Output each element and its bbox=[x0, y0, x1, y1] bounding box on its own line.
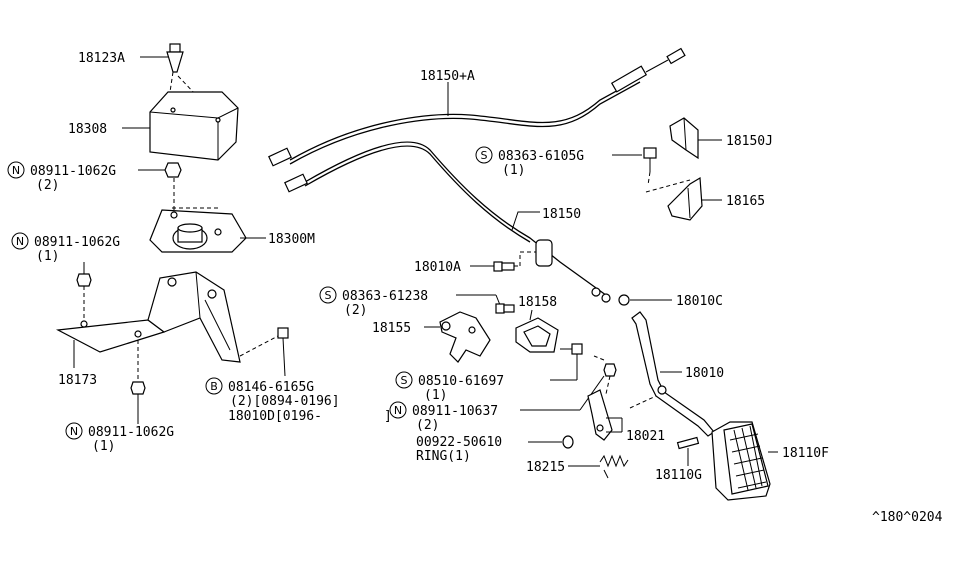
ring-text: RING(1) bbox=[416, 449, 471, 464]
screw3-qty: (1) bbox=[424, 388, 447, 403]
label-18165: 18165 bbox=[726, 194, 765, 209]
label-18150A: 18150+A bbox=[420, 69, 475, 84]
actuator-18300M bbox=[149, 207, 247, 253]
nut2-qty: (1) bbox=[36, 249, 59, 264]
svg-text:B: B bbox=[210, 380, 218, 393]
nut-1 bbox=[164, 162, 182, 178]
nut-badge-1: N bbox=[7, 161, 25, 179]
bushing-18158 bbox=[515, 317, 559, 353]
bolt-08146 bbox=[277, 327, 289, 377]
nut-badge-4: N bbox=[389, 401, 407, 419]
label-18158: 18158 bbox=[518, 295, 557, 310]
nut-badge-2: N bbox=[11, 232, 29, 250]
screw2-code: 08363-61238 bbox=[342, 289, 428, 304]
bolt-badge: B bbox=[205, 377, 223, 395]
nut-4 bbox=[603, 363, 617, 377]
bolt-line2: (2)[0894-0196] bbox=[230, 394, 340, 409]
nut2-code: 08911-1062G bbox=[34, 235, 120, 250]
label-18110G: 18110G bbox=[655, 468, 702, 483]
label-18150J: 18150J bbox=[726, 134, 773, 149]
label-18010: 18010 bbox=[685, 366, 724, 381]
svg-text:N: N bbox=[12, 164, 20, 177]
nut-3 bbox=[130, 381, 146, 395]
diagram-code: ^180^0204 bbox=[872, 510, 943, 525]
svg-text:S: S bbox=[401, 374, 408, 387]
label-18173: 18173 bbox=[58, 373, 97, 388]
cable-18150 bbox=[284, 141, 611, 303]
bracket-18173 bbox=[55, 271, 241, 363]
screw2-qty: (2) bbox=[344, 303, 367, 318]
label-18155: 18155 bbox=[372, 321, 411, 336]
clip-18150J bbox=[669, 117, 699, 160]
nut4-qty: (2) bbox=[416, 418, 439, 433]
pin-18110G bbox=[676, 436, 700, 450]
screw1-code: 08363-6105G bbox=[498, 149, 584, 164]
spring-18215 bbox=[599, 454, 629, 479]
label-18010A: 18010A bbox=[414, 260, 461, 275]
ring-code: 00922-50610 bbox=[416, 435, 502, 450]
nut-badge-3: N bbox=[65, 422, 83, 440]
nut3-qty: (1) bbox=[92, 439, 115, 454]
ring-00922 bbox=[562, 435, 574, 449]
nut1-code: 08911-1062G bbox=[30, 164, 116, 179]
bolt-code: 08146-6165G bbox=[228, 380, 314, 395]
screw1-qty: (1) bbox=[502, 163, 525, 178]
clip-18165 bbox=[667, 176, 703, 221]
label-18010C: 18010C bbox=[676, 294, 723, 309]
bolt-bracket: ] bbox=[384, 409, 392, 424]
label-18110F: 18110F bbox=[782, 446, 829, 461]
screw-badge-3: S bbox=[395, 371, 413, 389]
bolt-line3: 18010D[0196- bbox=[228, 409, 322, 424]
label-18308: 18308 bbox=[68, 122, 107, 137]
svg-text:S: S bbox=[481, 149, 488, 162]
nut4-code: 08911-10637 bbox=[412, 404, 498, 419]
cable-18150A bbox=[268, 47, 686, 167]
svg-text:S: S bbox=[325, 289, 332, 302]
label-18150: 18150 bbox=[542, 207, 581, 222]
screw-2 bbox=[495, 303, 515, 314]
label-18215: 18215 bbox=[526, 460, 565, 475]
cover-18308 bbox=[149, 91, 239, 161]
label-18123A: 18123A bbox=[78, 51, 125, 66]
nut1-qty: (2) bbox=[36, 178, 59, 193]
pedal-pad-18110F bbox=[711, 421, 771, 501]
svg-text:N: N bbox=[70, 425, 78, 438]
svg-text:N: N bbox=[16, 235, 24, 248]
ring-18010C bbox=[618, 294, 630, 306]
screw-3 bbox=[560, 343, 583, 355]
bracket-18021 bbox=[587, 389, 613, 441]
screw-badge-2: S bbox=[319, 286, 337, 304]
screw-1 bbox=[643, 147, 657, 172]
svg-text:N: N bbox=[394, 404, 402, 417]
screw-badge-1: S bbox=[475, 146, 493, 164]
bracket-18155 bbox=[439, 311, 491, 363]
nut-2 bbox=[76, 273, 92, 287]
nut3-code: 08911-1062G bbox=[88, 425, 174, 440]
bolt-18010A bbox=[493, 261, 515, 272]
label-18300M: 18300M bbox=[268, 232, 315, 247]
clip-18123A bbox=[166, 43, 184, 73]
label-18021: 18021 bbox=[626, 429, 665, 444]
screw3-code: 08510-61697 bbox=[418, 374, 504, 389]
